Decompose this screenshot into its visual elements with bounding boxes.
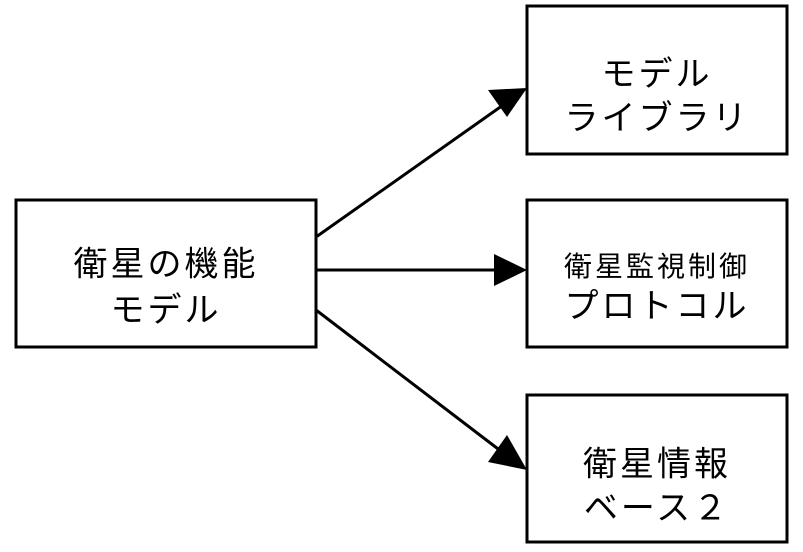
- target-box-2-label-line2: プロトコル: [565, 287, 750, 327]
- target-box-3-label-line2: ベース２: [584, 489, 730, 529]
- target-box-3-label-line1: 衛星情報: [583, 445, 731, 485]
- target-box-information-base: 衛星情報 ベース２: [525, 393, 789, 544]
- target-box-model-library: モデル ライブラリ: [525, 4, 789, 156]
- source-box-label-line2: モデル: [111, 291, 222, 331]
- source-box-functional-model: 衛星の機能 モデル: [14, 198, 318, 349]
- arrow-to-information-base: [315, 308, 527, 470]
- target-box-2-label-line1: 衛星監視制御: [564, 250, 750, 283]
- arrowhead-icon: [494, 254, 527, 286]
- target-box-1-label-line2: ライブラリ: [565, 99, 750, 139]
- arrowhead-icon: [488, 435, 527, 470]
- arrow-to-monitoring-protocol: [316, 254, 527, 286]
- arrowhead-icon: [488, 88, 527, 117]
- source-box-label-line1: 衛星の機能: [74, 245, 259, 285]
- arrow-to-model-library: [315, 88, 527, 239]
- target-box-monitoring-protocol: 衛星監視制御 プロトコル: [525, 198, 789, 349]
- target-box-1-label-line1: モデル: [602, 55, 713, 95]
